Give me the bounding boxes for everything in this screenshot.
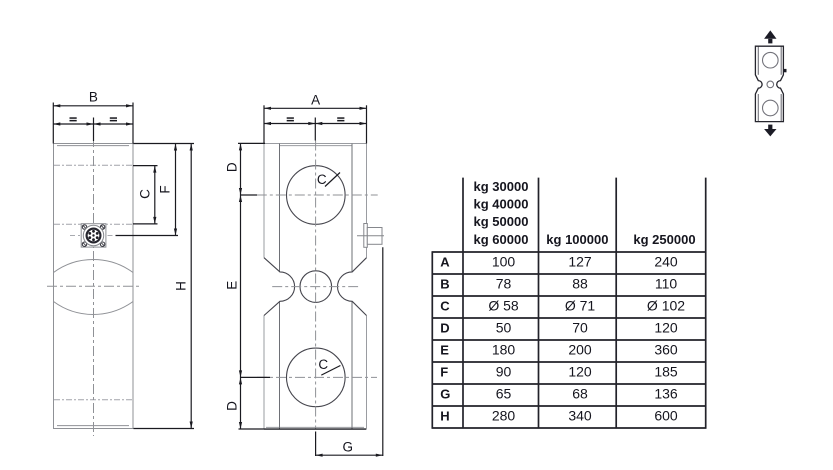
svg-text:88: 88 [572, 275, 588, 291]
svg-text:C: C [317, 172, 327, 187]
svg-text:A: A [311, 92, 320, 107]
svg-text:240: 240 [654, 253, 678, 269]
svg-text:Ø 71: Ø 71 [565, 297, 596, 313]
svg-text:B: B [440, 277, 449, 292]
svg-text:127: 127 [568, 253, 592, 269]
svg-text:kg 40000: kg 40000 [474, 197, 529, 212]
svg-text:50: 50 [496, 319, 512, 335]
svg-text:D: D [440, 321, 449, 336]
svg-text:C: C [318, 357, 328, 372]
svg-text:E: E [224, 281, 239, 290]
svg-text:360: 360 [654, 341, 678, 357]
svg-text:kg 30000: kg 30000 [474, 179, 529, 194]
svg-text:B: B [89, 90, 98, 105]
svg-text:110: 110 [655, 275, 678, 291]
svg-text:280: 280 [492, 407, 516, 423]
svg-text:600: 600 [654, 407, 678, 423]
svg-text:F: F [158, 185, 173, 193]
svg-text:185: 185 [654, 363, 678, 379]
svg-text:H: H [174, 281, 189, 291]
svg-text:H: H [440, 409, 449, 424]
svg-text:120: 120 [654, 319, 678, 335]
svg-text:Ø 58: Ø 58 [488, 297, 519, 313]
svg-text:68: 68 [572, 385, 588, 401]
svg-text:340: 340 [568, 407, 592, 423]
svg-text:90: 90 [496, 363, 512, 379]
svg-text:kg 250000: kg 250000 [633, 232, 695, 247]
svg-text:180: 180 [492, 341, 516, 357]
svg-text:200: 200 [568, 341, 592, 357]
svg-text:kg 60000: kg 60000 [474, 232, 529, 247]
svg-text:C: C [440, 299, 450, 314]
svg-text:D: D [224, 162, 239, 172]
svg-text:D: D [224, 401, 239, 411]
svg-text:136: 136 [654, 385, 678, 401]
svg-text:kg 50000: kg 50000 [474, 214, 529, 229]
svg-text:G: G [440, 387, 450, 402]
svg-text:Ø 102: Ø 102 [647, 297, 685, 313]
svg-text:kg 100000: kg 100000 [546, 232, 608, 247]
svg-text:65: 65 [496, 385, 512, 401]
svg-text:A: A [440, 255, 450, 270]
svg-text:100: 100 [492, 253, 516, 269]
svg-text:G: G [342, 440, 353, 455]
svg-text:120: 120 [568, 363, 592, 379]
svg-text:78: 78 [496, 275, 512, 291]
svg-text:70: 70 [572, 319, 588, 335]
svg-text:F: F [440, 365, 448, 380]
svg-text:E: E [440, 343, 449, 358]
svg-text:C: C [137, 189, 152, 199]
